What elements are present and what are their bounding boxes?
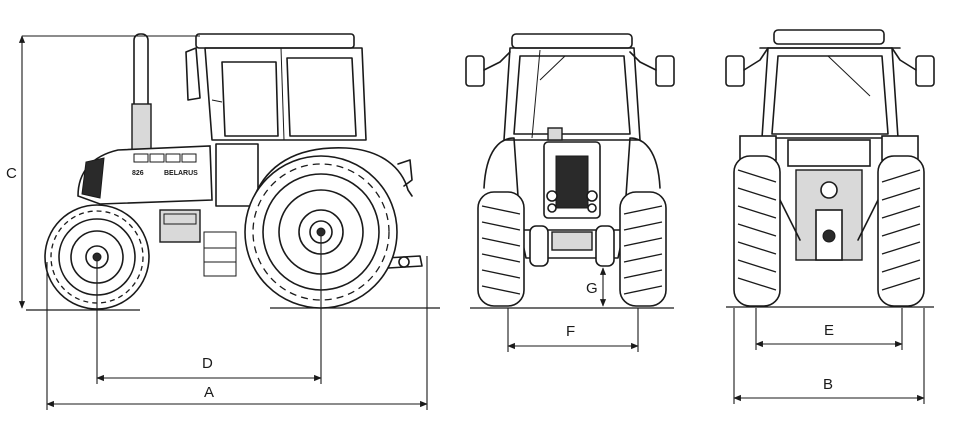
exhaust-pipe <box>133 33 149 111</box>
front-mirror-left <box>465 55 485 87</box>
front-view-tyre-right <box>619 191 667 307</box>
side-cab <box>185 33 367 207</box>
rear-fender <box>249 147 413 211</box>
front-view-tyre-left <box>477 191 525 307</box>
front-wheel-left-small <box>529 225 549 267</box>
front-wheel <box>44 204 150 310</box>
rear-tyre-left <box>733 155 781 307</box>
dimension-c-label: C <box>6 165 17 182</box>
dimension-d-label: D <box>202 355 213 372</box>
front-dimensions: G F <box>507 267 639 352</box>
dimension-b-label: B <box>823 376 833 393</box>
front-grille <box>543 127 601 219</box>
rear-wheel <box>244 155 398 309</box>
front-cab <box>503 33 641 141</box>
rear-body-panel <box>787 139 871 167</box>
rear-view <box>725 29 935 308</box>
rear-tyre-right <box>877 155 925 307</box>
engine-block <box>159 209 201 243</box>
rear-cab <box>759 29 901 139</box>
dimension-g-label: G <box>586 280 598 297</box>
front-mirror-right <box>655 55 675 87</box>
cab-steps <box>203 231 237 277</box>
front-fender-right <box>625 137 661 197</box>
rear-dimensions: E B <box>733 308 925 404</box>
side-dimensions: C D A <box>6 35 428 410</box>
exhaust-base <box>131 103 152 151</box>
side-view: 826 BELARUS <box>26 33 440 311</box>
side-hood: 826 BELARUS <box>77 145 213 243</box>
model-badge: 826 <box>132 170 144 177</box>
front-wheel-right-small <box>595 225 615 267</box>
front-view <box>465 33 675 309</box>
dimension-e-label: E <box>824 322 834 339</box>
rear-mirror-right <box>915 55 935 87</box>
rear-mirror-left <box>725 55 745 87</box>
brand-badge: BELARUS <box>164 170 198 177</box>
front-fender-left <box>483 137 519 197</box>
rear-linkage <box>779 169 879 261</box>
dimension-f-label: F <box>566 323 575 340</box>
dimension-a-label: A <box>204 384 214 401</box>
